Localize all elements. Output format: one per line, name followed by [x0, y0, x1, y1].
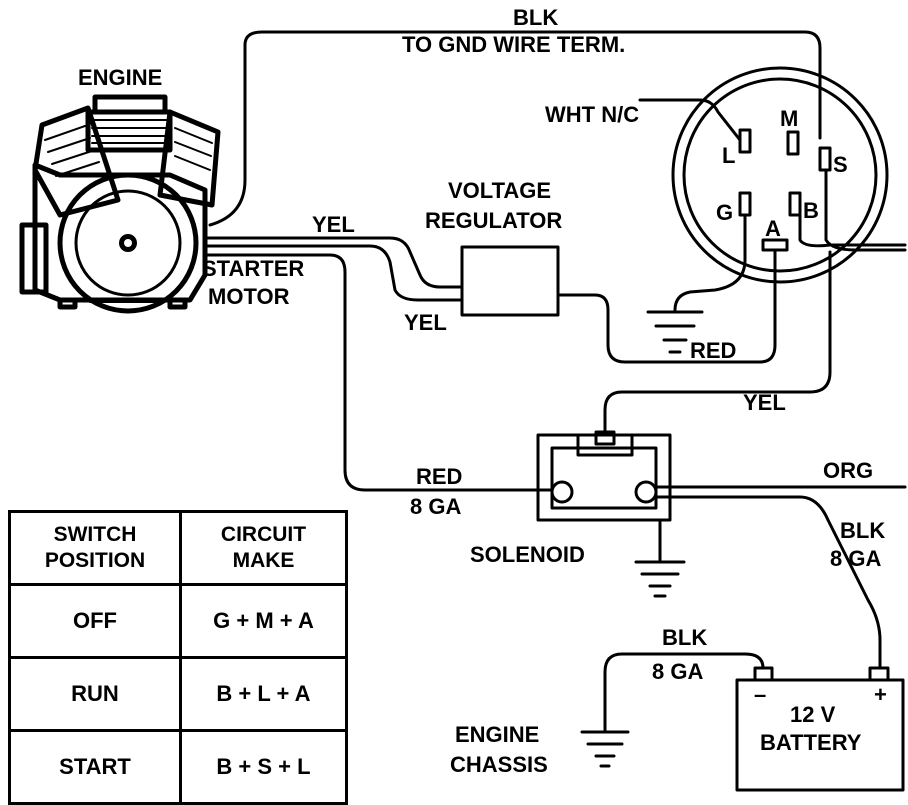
ground-symbol-solenoid — [634, 560, 686, 598]
circuit-cell: G + M + A — [179, 583, 348, 659]
battery-plus-sign: + — [874, 682, 887, 707]
ground-symbol-chassis — [580, 730, 630, 768]
voltage-regulator — [460, 245, 560, 317]
wire-label-blk-8ga-right-line1: BLK — [840, 518, 885, 543]
regulator-label-line1: VOLTAGE — [448, 178, 551, 203]
wire-red-regulator — [556, 248, 777, 364]
engine-illustration — [19, 94, 221, 314]
battery-terminal-negative — [753, 666, 774, 682]
ground-symbol-switch — [646, 310, 704, 354]
wire-label-blk-8ga-right-line2: 8 GA — [830, 546, 881, 571]
header-circuit-line1: CIRCUIT — [220, 523, 307, 546]
wire-yel-switch-solenoid — [603, 250, 832, 434]
wire-label-red-8ga-line2: 8 GA — [410, 494, 461, 519]
wire-label-to-gnd: TO GND WIRE TERM. — [402, 32, 625, 57]
wire-label-blk-8ga-bottom-line2: 8 GA — [652, 659, 703, 684]
wire-yel-upper — [203, 236, 464, 289]
header-circuit-line2: MAKE — [232, 549, 295, 572]
terminal-l — [738, 128, 752, 154]
solenoid-label: SOLENOID — [470, 542, 585, 567]
wire-label-yel-switch: YEL — [743, 390, 786, 415]
wire-blk-ground — [208, 30, 822, 227]
wire-label-red-regulator: RED — [690, 338, 736, 363]
position-cell: START — [8, 729, 182, 805]
header-switch-line2: POSITION — [44, 549, 146, 572]
wire-blk-8ga-battery — [654, 495, 882, 670]
circuit-cell: B + S + L — [179, 729, 348, 805]
wire-yel-lower — [203, 244, 464, 302]
circuit-cell: B + L + A — [179, 656, 348, 732]
battery-minus-sign: – — [754, 682, 766, 707]
table-header-row: SWITCH POSITION CIRCUIT MAKE — [8, 510, 348, 586]
solenoid-post-left — [550, 480, 574, 504]
solenoid — [536, 430, 672, 522]
wire-red-8ga — [203, 253, 554, 492]
header-switch-position: SWITCH POSITION — [8, 510, 182, 586]
engine-label: ENGINE — [78, 65, 162, 90]
terminal-s — [818, 146, 832, 172]
wire-label-blk-8ga-bottom-line1: BLK — [662, 625, 707, 650]
starter-label-line2: MOTOR — [208, 284, 290, 309]
wire-s-out — [824, 168, 907, 252]
terminal-label-s: S — [833, 152, 848, 177]
battery-terminal-positive — [868, 666, 890, 682]
table-row: RUN B + L + A — [8, 656, 348, 732]
battery-label-line1: 12 V — [790, 702, 836, 727]
header-circuit-make: CIRCUIT MAKE — [179, 510, 348, 586]
wire-label-wht-nc: WHT N/C — [545, 102, 639, 127]
position-cell: RUN — [8, 656, 182, 732]
wire-label-yel-lower: YEL — [404, 310, 447, 335]
switch-circuit-table: SWITCH POSITION CIRCUIT MAKE OFF G + M +… — [8, 510, 348, 805]
table-row: OFF G + M + A — [8, 583, 348, 659]
battery-label-line2: BATTERY — [760, 730, 862, 755]
wire-label-blk-top: BLK — [513, 5, 558, 30]
terminal-label-b: B — [803, 198, 819, 223]
chassis-label-line2: CHASSIS — [450, 752, 548, 777]
position-cell: OFF — [8, 583, 182, 659]
terminal-label-a: A — [765, 216, 781, 241]
header-switch-line1: SWITCH — [53, 523, 137, 546]
terminal-label-l: L — [722, 143, 735, 168]
regulator-label-line2: REGULATOR — [425, 208, 562, 233]
wire-wht-nc — [638, 98, 742, 142]
terminal-g — [738, 191, 752, 217]
terminal-label-m: M — [780, 106, 798, 131]
chassis-label-line1: ENGINE — [455, 722, 539, 747]
starter-label-line1: STARTER — [202, 256, 304, 281]
terminal-b — [788, 191, 802, 217]
terminal-m — [786, 130, 800, 156]
wire-label-red-8ga-line1: RED — [416, 464, 462, 489]
wire-label-org: ORG — [823, 458, 873, 483]
terminal-label-g: G — [716, 200, 733, 225]
wire-blk-8ga-chassis — [603, 652, 765, 732]
wire-label-yel-upper: YEL — [312, 212, 355, 237]
solenoid-post-right — [634, 480, 658, 504]
table-row: START B + S + L — [8, 729, 348, 805]
wire-g-ground — [673, 213, 747, 312]
